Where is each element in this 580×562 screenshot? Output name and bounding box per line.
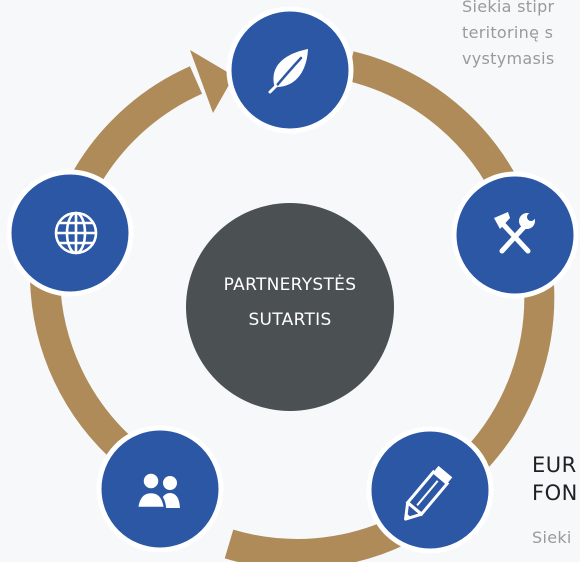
eu-funds-description: Sieki <box>532 528 572 547</box>
node-pencil[interactable] <box>366 426 494 554</box>
center-label-line1: PARTNERYSTĖS <box>223 275 357 295</box>
eu-funds-heading: EUR FON <box>532 451 578 507</box>
globe-icon <box>54 211 98 255</box>
center-label-line2: SUTARTIS <box>248 310 332 330</box>
top-description: Siekia stipr teritorinę s vystymasis <box>462 0 555 72</box>
pencil-icon <box>404 465 453 521</box>
node-tools[interactable] <box>451 171 579 299</box>
eu-funds-heading-line1: EUR <box>532 453 577 477</box>
node-globe[interactable] <box>6 169 134 297</box>
ring-segment-users-to-globe <box>30 278 138 466</box>
cycle-arrowhead <box>190 50 234 113</box>
ring-segment-pencil-to-users <box>224 516 408 562</box>
node-users[interactable] <box>96 425 224 553</box>
top-description-line2: teritorinę s <box>462 23 554 42</box>
top-description-line1: Siekia stipr <box>462 0 555 16</box>
leaf-icon <box>268 49 308 94</box>
users-icon <box>135 471 180 510</box>
node-leaf[interactable] <box>226 6 354 134</box>
eu-funds-heading-line2: FON <box>532 481 578 505</box>
top-description-line3: vystymasis <box>462 49 555 68</box>
center-label: PARTNERYSTĖS SUTARTIS <box>190 268 390 338</box>
ring-segment-tools-to-pencil <box>464 284 555 470</box>
ring-segment-globe-to-leaf <box>66 66 203 197</box>
tools-icon <box>494 212 535 254</box>
center-hub <box>186 203 394 411</box>
